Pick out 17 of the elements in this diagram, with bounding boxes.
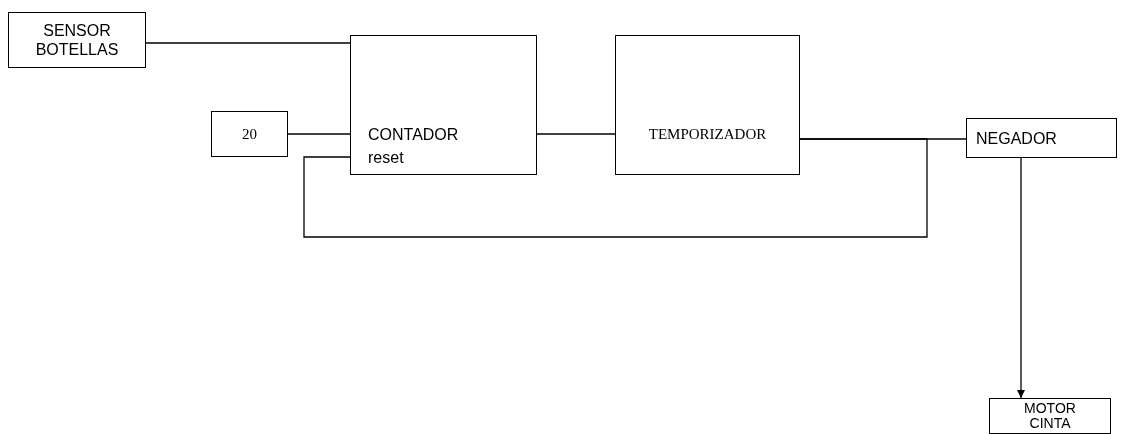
block-box (211, 111, 288, 157)
block-box (989, 398, 1111, 434)
block-box (966, 118, 1117, 158)
connector-line (145, 42, 351, 44)
block-box (8, 12, 146, 68)
connector-line (536, 133, 616, 135)
block-label: CONTADOR (368, 125, 459, 144)
block-label: TEMPORIZADOR (647, 125, 768, 144)
block-label: SENSOR BOTELLAS (34, 21, 120, 59)
block-label: 20 (241, 125, 258, 144)
block-label: MOTOR CINTA (1023, 401, 1077, 431)
block-box (615, 35, 800, 175)
connector-line (287, 133, 351, 135)
block-box (350, 35, 537, 175)
input-label: reset (368, 148, 404, 167)
block-label: NEGADOR (976, 129, 1057, 148)
arrow (1017, 157, 1025, 399)
